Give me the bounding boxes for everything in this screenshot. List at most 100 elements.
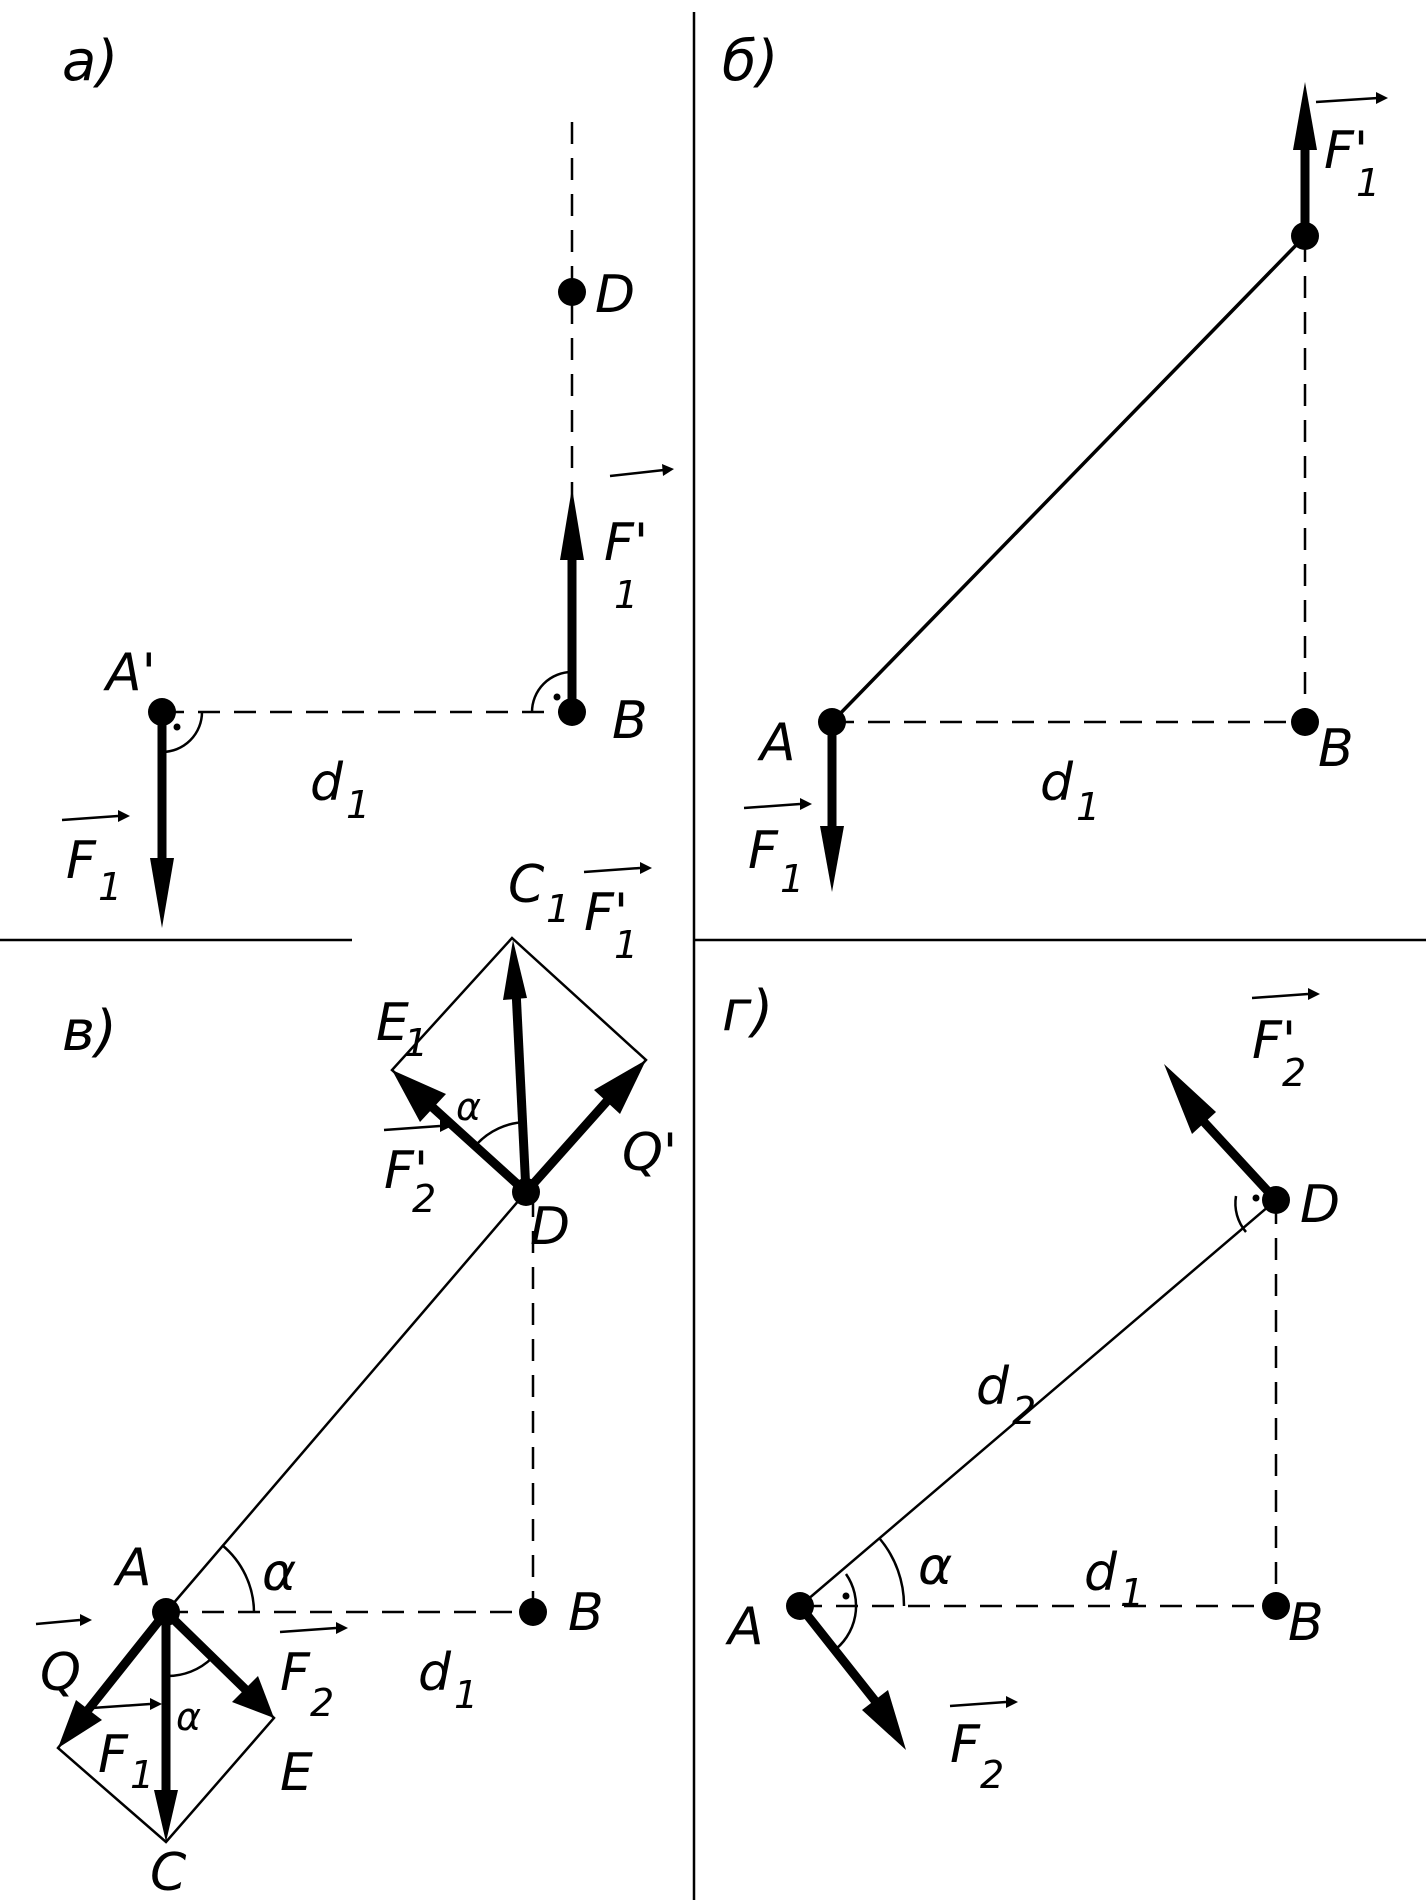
panel-a-label-b: B	[612, 691, 648, 751]
panel-g-vector-bar-f2p-tip	[1308, 988, 1320, 1000]
panel-a-label-d: D	[595, 265, 635, 325]
panel-v-label-f1: F	[98, 1725, 129, 1785]
panel-b-label-f1p: F'	[1324, 121, 1368, 181]
panel-a-label: а)	[62, 29, 118, 94]
panel-a-right-angle-a-dot	[173, 723, 181, 731]
panel-g-label-f2-sub: 2	[980, 1753, 1004, 1797]
panel-a-label-f1: F	[66, 831, 97, 891]
panel-v-force-q-head	[58, 1700, 102, 1748]
panel-v-label-b: B	[568, 1583, 604, 1643]
panel-g-label-d2: d	[976, 1357, 1010, 1417]
panel-v-label-d1-sub: 1	[454, 1673, 478, 1717]
panel-a-vector-bar-f1	[61, 814, 119, 822]
panel-v-point-b	[519, 1598, 547, 1626]
panel-a-force-f1p-head	[560, 488, 584, 560]
panel-b-vector-bar-f1	[743, 802, 801, 810]
panel-g-label-d1-sub: 1	[1120, 1571, 1144, 1615]
panel-g-label-d: D	[1300, 1175, 1340, 1235]
panel-g-force-f2	[796, 1603, 880, 1705]
panel-b-arm	[830, 234, 1307, 724]
panel-v-vector-bar-f2p	[383, 1124, 441, 1132]
panel-b-force-f1-head	[820, 826, 844, 892]
panel-v-vector-bar-f1p	[583, 866, 641, 874]
panel-v-label-alpha-d: α	[456, 1085, 481, 1129]
panel-g: г) A B D α F 2 F' 2 d 2	[722, 979, 1340, 1797]
panel-v-force-f2p-head	[392, 1070, 446, 1122]
panel-b-vector-bar-f1p-tip	[1376, 92, 1388, 104]
panel-a-label-d1-sub: 1	[346, 783, 370, 827]
panel-a-right-angle-b-dot	[553, 693, 561, 701]
panel-g-label-f2p-sub: 2	[1282, 1051, 1306, 1095]
panel-v-label-f1-sub: 1	[130, 1753, 154, 1797]
panel-v-label-f1p: F'	[584, 883, 628, 943]
panel-v-label-e1-sub: 1	[404, 1021, 428, 1065]
panel-v-label-f2p-sub: 2	[412, 1177, 436, 1221]
panel-a-label-f1-sub: 1	[98, 865, 122, 909]
panel-v-force-f1p	[511, 989, 531, 1193]
panel-b-label-b: B	[1318, 719, 1354, 779]
panel-v-force-f1-head	[154, 1790, 178, 1842]
panel-v-vector-bar-q	[35, 1618, 81, 1626]
panel-b-label-f1: F	[748, 821, 779, 881]
panel-g-label-alpha: α	[918, 1537, 952, 1597]
panel-v-label-e1: E	[376, 993, 409, 1053]
panel-g-label-b: B	[1288, 1593, 1324, 1653]
panel-a-label-d1: d	[310, 753, 344, 813]
panel-v-label-f2: F	[280, 1643, 311, 1703]
panel-a-label-f1p: F'	[604, 513, 648, 573]
panel-v-label-c: C	[150, 1843, 187, 1902]
panel-b-label-f1p-sub: 1	[1356, 161, 1380, 205]
panel-v-label-c1: C	[508, 855, 545, 915]
panel-v-vector-bar-f1p-tip	[640, 862, 652, 874]
panel-v-vector-bar-f1	[91, 1702, 151, 1710]
panel-g-angle-arc-a	[879, 1538, 906, 1607]
panel-g-right-angle-a-dot	[842, 1592, 850, 1600]
panel-b: б) A B F 1 F' 1 d 1	[722, 29, 1388, 901]
panel-a-force-f1-head	[150, 858, 174, 928]
panel-v-vector-bar-f2	[279, 1626, 337, 1634]
panel-b-label: б)	[722, 29, 778, 94]
panel-g-vector-bar-f2	[949, 1700, 1007, 1708]
panel-g-right-angle-d	[1234, 1195, 1247, 1233]
panel-g-right-angle-d-dot	[1252, 1194, 1260, 1202]
panel-g-label-d1: d	[1084, 1543, 1118, 1603]
panel-g-point-b	[1262, 1592, 1290, 1620]
panel-v-label-d: D	[530, 1197, 570, 1257]
panel-v-angle-arc-bottom	[165, 1657, 213, 1678]
panel-v-label-f2-sub: 2	[310, 1681, 334, 1725]
panel-a-label-f1p-sub: 1	[614, 573, 638, 617]
panel-v-vector-bar-f2p-tip	[440, 1120, 452, 1132]
panel-a-label-a: A'	[103, 643, 156, 703]
panel-b-vector-bar-f1-tip	[800, 798, 812, 810]
panel-v-label-a: A	[113, 1538, 152, 1598]
panel-g-vector-bar-f2-tip	[1006, 1696, 1018, 1708]
panel-g-vector-bar-f2p	[1251, 992, 1309, 1000]
panel-v-vector-bar-f1-tip	[150, 1698, 162, 1710]
panel-g-label-d2-sub: 2	[1012, 1389, 1036, 1433]
panel-v-force-qp	[522, 1097, 612, 1195]
panel-g-force-f2p-head	[1164, 1064, 1216, 1134]
panel-a-right-angle-a	[161, 711, 204, 754]
panel-a-vector-bar-f1p	[609, 468, 665, 478]
panel-v-label-f1p-sub: 1	[614, 923, 638, 967]
panel-v-label-e: E	[280, 1743, 313, 1803]
panel-v-vector-bar-q-tip	[80, 1614, 92, 1626]
panel-a: а) D A' B F 1 F' 1 d 1	[61, 29, 674, 928]
panel-g-label-f2: F	[950, 1715, 981, 1775]
panel-v-force-f2p	[426, 1101, 530, 1196]
panel-v-force-f2-head	[232, 1676, 274, 1718]
panel-b-vector-bar-f1p	[1315, 96, 1379, 104]
panel-a-point-d	[558, 278, 586, 306]
panel-v-label-qp: Q'	[622, 1123, 677, 1183]
panel-g-force-f2-head	[862, 1690, 906, 1750]
panel-v-force-f1p-head	[503, 940, 527, 1000]
panel-v-label-d1: d	[418, 1643, 452, 1703]
panel-v-arm	[165, 1191, 527, 1613]
panel-b-label-a: A	[757, 713, 796, 773]
panel-b-label-d1-sub: 1	[1076, 785, 1100, 829]
panel-v-label-alpha-a: α	[262, 1543, 296, 1603]
panel-a-vector-bar-f1-tip	[118, 810, 130, 822]
panel-v-force-q	[84, 1609, 170, 1713]
panel-g-label-a: A	[725, 1597, 764, 1657]
